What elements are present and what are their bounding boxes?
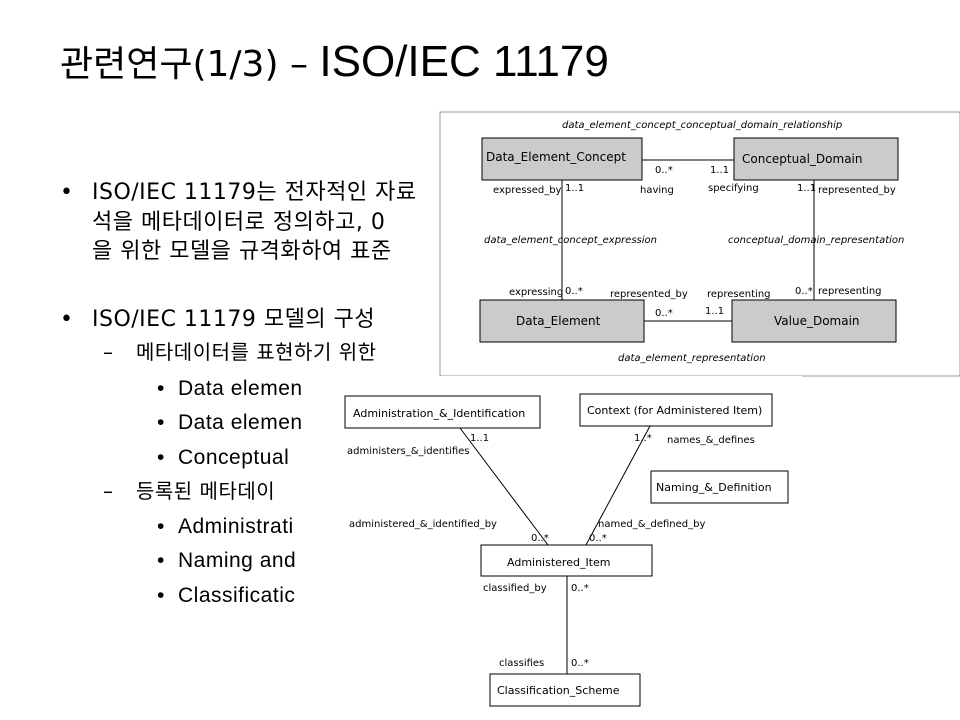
role-administers: administers_&_identifies (347, 446, 470, 457)
role-classifies: classifies (499, 658, 544, 669)
data-element-concept-label: Data_Element_Concept (486, 150, 626, 164)
rel-dec-cd: data_element_concept_conceptual_domain_r… (562, 120, 842, 131)
bullet-1-line-1: ISO/IEC 11179는 전자적인 자료 (92, 180, 417, 205)
sub-bullet-marker: • (157, 549, 165, 572)
role-expressed-by: expressed_by (493, 185, 562, 196)
naming-definition-box (650, 470, 789, 504)
data-element-label: Data_Element (516, 314, 601, 328)
mult-dec-down: 1..1 (565, 183, 584, 194)
mult-cd-down: 1..1 (797, 183, 816, 194)
bullet-1-line-2: 석을 메타데이터로 정의하고, 0 (92, 210, 386, 235)
sub-1-item: Data elemen (178, 411, 303, 434)
sub-2-item: Administrati (178, 515, 294, 538)
role-expressing: expressing (509, 287, 563, 298)
sub-heading-1: 메타데이터를 표현하기 위한 (136, 340, 377, 364)
dash-marker: – (103, 479, 114, 503)
sub-heading-2: 등록된 메타데이 (136, 479, 276, 503)
administered-item-label: Administered_Item (507, 556, 611, 569)
conceptual-domain-label: Conceptual_Domain (742, 152, 863, 166)
mult-vd-up: 0..* (795, 286, 813, 297)
sub-bullet-marker: • (157, 515, 165, 538)
title-prefix: 관련연구(1/3) – (60, 44, 320, 85)
context-box (579, 393, 773, 427)
role-represented-by-de: represented_by (610, 289, 688, 300)
bullet-2: ISO/IEC 11179 모델의 구성 (92, 307, 376, 332)
sub-bullet-marker: • (157, 377, 165, 400)
dash-marker: – (103, 340, 114, 364)
rel-dec-expression: data_element_concept_expression (484, 235, 657, 246)
role-representing-cd: representing (818, 286, 882, 297)
sub-bullet-marker: • (157, 446, 165, 469)
value-domain-box (731, 299, 897, 343)
role-represented-by-cd: represented_by (818, 185, 896, 196)
sub-bullet-marker: • (157, 584, 165, 607)
sub-2-item: Naming and (178, 549, 297, 572)
sub-1-item: Data elemen (178, 377, 303, 400)
sub-2-item: Classificatic (178, 584, 296, 607)
mult-ai-right: 0..* (589, 533, 607, 544)
context-ai-line (585, 425, 651, 546)
mult-context-top: 1..* (634, 433, 652, 444)
naming-definition-label: Naming_&_Definition (656, 481, 772, 494)
mult-de-up: 0..* (565, 286, 583, 297)
classification-scheme-box (489, 673, 641, 707)
value-domain-label: Value_Domain (774, 314, 860, 328)
role-named-defined-by: named_&_defined_by (598, 519, 705, 530)
data-element-box (479, 299, 645, 343)
role-specifying: specifying (708, 183, 759, 194)
role-names-defines: names_&_defines (667, 435, 755, 446)
mult-cs-up: 0..* (571, 658, 589, 669)
mult-de-vd-left: 0..* (655, 308, 673, 319)
role-representing-vd: representing (707, 289, 771, 300)
admin-identification-box (344, 395, 541, 429)
admin-identification-label: Administration_&_Identification (353, 407, 525, 420)
sub-bullet-marker: • (157, 411, 165, 434)
rel-cd-representation: conceptual_domain_representation (728, 235, 904, 246)
mult-admin-top: 1..1 (470, 433, 489, 444)
mult-ai-left: 0..* (531, 533, 549, 544)
role-having: having (640, 185, 674, 196)
conceptual-domain-box (733, 137, 899, 181)
rel-de-representation: data_element_representation (618, 353, 766, 364)
title-main: ISO/IEC 11179 (319, 37, 609, 86)
data-element-concept-box (481, 137, 643, 181)
mult-de-vd-right: 1..1 (705, 306, 724, 317)
mult-dec-cd-left: 0..* (655, 165, 673, 176)
classification-scheme-label: Classification_Scheme (497, 684, 620, 697)
page-title: 관련연구(1/3) – ISO/IEC 11179 (60, 40, 609, 84)
context-label: Context (for Administered Item) (587, 404, 762, 417)
top-diagram: Data_Element_Concept Conceptual_Domain D… (439, 111, 960, 377)
admin-ai-line (459, 427, 549, 546)
bottom-diagram: Administration_&_Identification Context … (308, 376, 802, 716)
bullet-marker: • (60, 180, 74, 205)
bullet-1-line-3: 을 위한 모델을 규격화하여 표준 (92, 239, 392, 264)
role-administered-by: administered_&_identified_by (349, 519, 497, 530)
role-classified-by: classified_by (483, 583, 547, 594)
mult-dec-cd-right: 1..1 (710, 165, 729, 176)
mult-ai-down: 0..* (571, 583, 589, 594)
administered-item-box (480, 544, 653, 577)
sub-1-item: Conceptual (178, 446, 290, 469)
bullet-marker: • (60, 307, 74, 332)
